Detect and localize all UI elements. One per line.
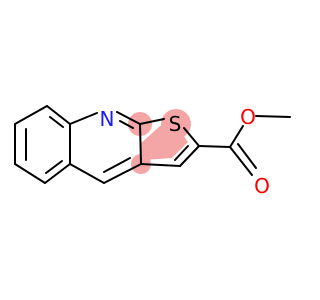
- atom-labels: N S O O: [100, 105, 270, 198]
- bond: [229, 125, 244, 148]
- atom-label-n: N: [100, 107, 115, 131]
- bond: [46, 105, 71, 125]
- atom-label-o-carbonyl: O: [254, 174, 270, 198]
- bond: [44, 163, 71, 184]
- bond: [229, 146, 253, 176]
- highlight-sulfur-halo: [161, 109, 191, 139]
- double-bond-inner: [237, 143, 257, 169]
- atom-label-o-ether: O: [240, 105, 256, 129]
- bond: [140, 163, 181, 167]
- double-bond-inner: [45, 160, 63, 174]
- bond: [139, 118, 165, 125]
- bond: [255, 115, 291, 118]
- bond: [183, 127, 200, 147]
- double-bond-inner: [49, 116, 64, 128]
- bond: [198, 145, 231, 148]
- bond: [14, 105, 48, 125]
- bond: [69, 163, 105, 184]
- double-bond-inner: [103, 157, 131, 173]
- bond: [179, 145, 200, 167]
- atom-label-s: S: [169, 112, 182, 136]
- bond: [69, 112, 98, 125]
- double-bond-inner: [119, 120, 134, 129]
- bond: [14, 163, 46, 184]
- bonds: [14, 105, 291, 184]
- molecule-structure: N S O O: [14, 105, 291, 198]
- bond: [103, 163, 142, 184]
- double-bond-inner: [174, 145, 189, 161]
- bond: [116, 111, 141, 125]
- bond: [139, 123, 142, 165]
